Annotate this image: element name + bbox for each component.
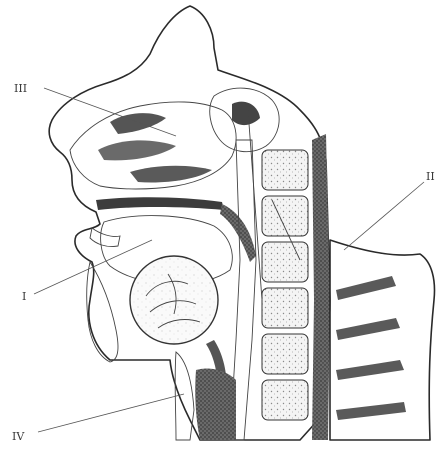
lower-lip-jaw — [87, 262, 118, 362]
label-III: III — [14, 82, 27, 95]
label-II: II — [426, 170, 435, 183]
nasal-turbinate-middle — [98, 140, 176, 160]
label-IV: IV — [12, 430, 25, 443]
leader-line-III — [44, 88, 176, 136]
leader-line-II — [344, 182, 424, 250]
leader-line-IV — [38, 394, 184, 432]
spinous-processes — [336, 276, 406, 420]
nasal-turbinate-upper — [110, 113, 166, 134]
sphenoid-dark — [232, 102, 260, 125]
tonsil-circle — [130, 256, 218, 344]
label-I: I — [22, 290, 26, 303]
hard-palate — [96, 197, 224, 210]
upper-lip — [90, 228, 120, 247]
cervical-spine — [262, 150, 308, 420]
larynx — [195, 368, 236, 440]
trachea — [175, 352, 194, 440]
